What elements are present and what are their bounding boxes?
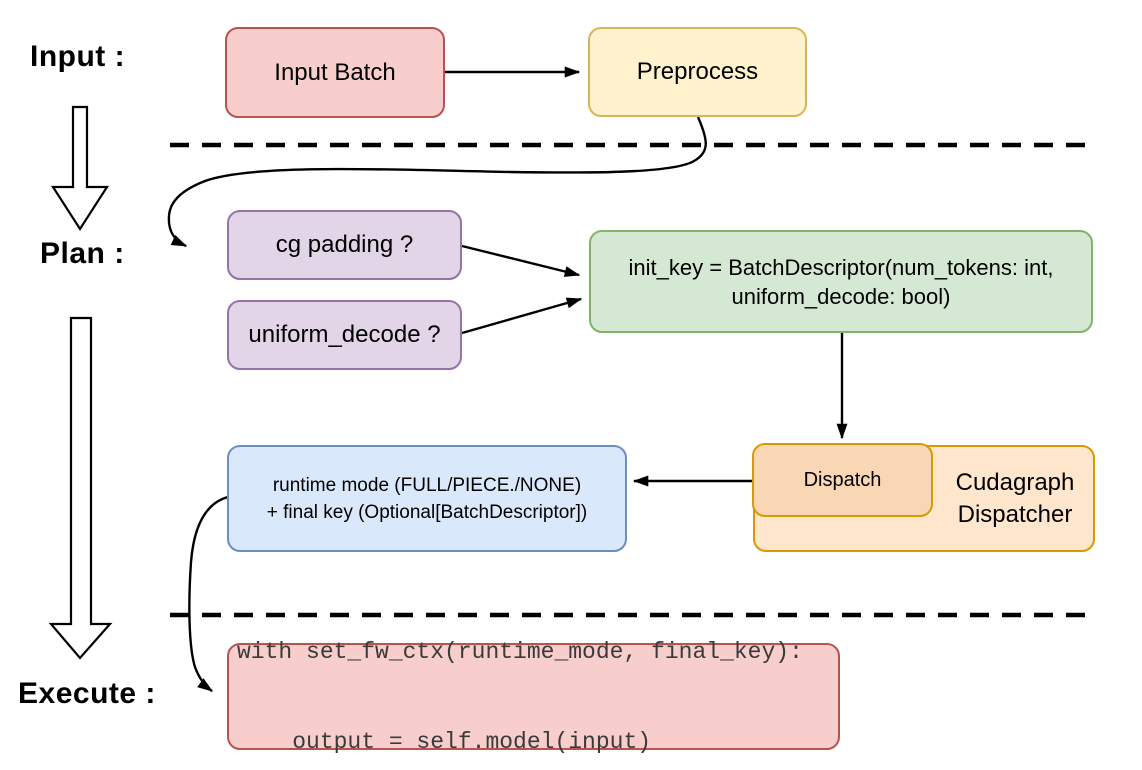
node-dispatch-label: Dispatch	[803, 468, 882, 491]
node-init-key-line1: init_key = BatchDescriptor(num_tokens: i…	[628, 254, 1054, 280]
node-dispatch: Dispatch	[752, 443, 933, 517]
arrow-uniform-decode-to-init-key	[461, 297, 583, 335]
node-preprocess: Preprocess	[588, 27, 807, 117]
node-cg-padding-label: cg padding ?	[275, 231, 414, 258]
arrow-cg-padding-to-init-key	[461, 244, 581, 277]
node-cudagraph-dispatcher-line1: Cudagraph	[955, 468, 1075, 496]
node-preprocess-label: Preprocess	[636, 58, 759, 85]
node-execute-code-line2: output = self.model(input)	[237, 728, 652, 755]
node-input-batch-label: Input Batch	[274, 58, 396, 86]
node-init-key-line2: uniform_decode: bool)	[731, 283, 951, 309]
node-uniform-decode: uniform_decode ?	[227, 300, 462, 370]
node-cudagraph-dispatcher-line2: Dispatcher	[957, 500, 1073, 528]
node-runtime-mode-line1: runtime mode (FULL/PIECE./NONE)	[272, 474, 582, 496]
node-cg-padding: cg padding ?	[227, 210, 462, 280]
stage-label-plan: Plan :	[40, 237, 125, 270]
node-execute-code: with set_fw_ctx(runtime_mode, final_key)…	[227, 639, 840, 755]
node-input-batch: Input Batch	[225, 27, 445, 118]
node-init-key: init_key = BatchDescriptor(num_tokens: i…	[589, 230, 1093, 333]
node-execute-code-line1: with set_fw_ctx(runtime_mode, final_key)…	[237, 638, 803, 665]
arrow-runtime-mode-to-execute-code	[188, 495, 229, 692]
stage-label-input: Input :	[30, 40, 126, 73]
node-runtime-mode-line2: + final key (Optional[BatchDescriptor])	[266, 501, 588, 523]
input-stage-down-block-arrow-icon	[50, 105, 110, 232]
node-runtime-mode: runtime mode (FULL/PIECE./NONE) + final …	[227, 445, 627, 552]
arrow-preprocess-to-cg-padding	[167, 116, 707, 248]
node-uniform-decode-label: uniform_decode ?	[248, 321, 441, 348]
plan-stage-down-block-arrow-icon	[48, 316, 113, 660]
stage-label-execute: Execute :	[18, 677, 156, 710]
